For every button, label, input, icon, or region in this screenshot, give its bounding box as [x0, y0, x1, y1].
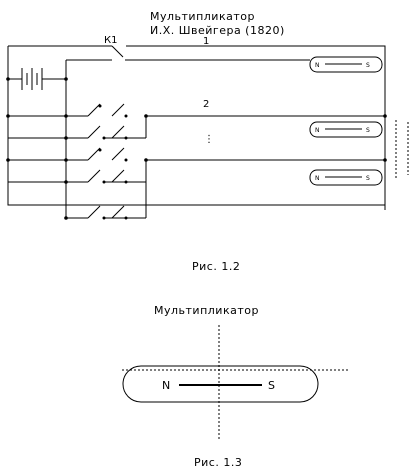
- figure-caption-1-3: Рис. 1.3: [194, 456, 242, 469]
- meter-2: N S: [309, 121, 383, 138]
- switch-k1-label: К1: [104, 35, 117, 46]
- battery-symbol: [6, 68, 66, 90]
- wire-label-1: 1: [203, 36, 209, 47]
- meter-1: N S: [309, 56, 383, 73]
- meter-3-north: N: [315, 175, 320, 182]
- meter-3: N S: [309, 169, 383, 186]
- meter-3-south: S: [366, 175, 370, 182]
- figure-caption-1-2: Рис. 1.2: [192, 260, 240, 273]
- switch-k1-blade: [111, 45, 124, 58]
- needle-north-label: N: [162, 379, 170, 392]
- circuit-outer-frame: [7, 45, 386, 210]
- meter-1-north: N: [315, 62, 320, 69]
- meter-2-north: N: [315, 127, 320, 134]
- figure-title-line2: И.Х. Швейгера (1820): [150, 24, 285, 37]
- wire-ellipsis: ⋮: [204, 134, 214, 145]
- junction-dots: [6, 77, 387, 220]
- coil-figure-title: Мультипликатор: [154, 304, 259, 317]
- switch-blades: [87, 103, 128, 220]
- multiplier-coil-figure: Мультипликатор N S Рис. 1.3: [122, 304, 350, 469]
- needle-south-label: S: [268, 379, 275, 392]
- figure-title-line1: Мультипликатор: [150, 10, 255, 23]
- meter-1-south: S: [366, 62, 370, 69]
- meter-2-south: S: [366, 127, 370, 134]
- coil-outline: [122, 365, 319, 403]
- row-wires: [8, 115, 385, 219]
- right-dashed-leads: [395, 120, 409, 180]
- schweigger-multiplier-circuit: Мультипликатор И.Х. Швейгера (1820) К1 1…: [6, 10, 409, 273]
- wire-label-2: 2: [203, 99, 209, 110]
